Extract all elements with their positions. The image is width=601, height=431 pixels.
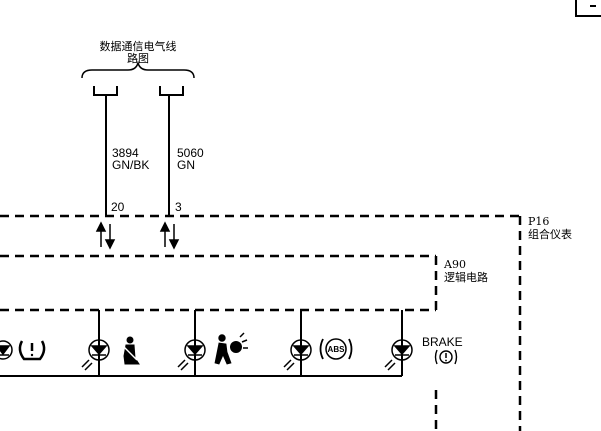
abs-icon: ABS [319,338,353,360]
module-a90-ref: A90 [443,258,466,271]
wire2-color: GN [177,158,195,172]
led-icon [0,340,13,360]
bidirectional-arrow-icon [95,221,116,250]
indicator-feed-lines [0,310,403,377]
module-a90-name: 逻辑电路 [444,270,488,284]
wire2-circuit: 5060 [177,146,204,160]
module-p16-name: 组合仪表 [528,227,572,241]
module-p16-boundary [0,214,522,431]
seatbelt-icon [122,336,140,365]
bus-title-line1: 数据通信电气线 [100,39,177,53]
abs-label: ABS [328,345,346,354]
bidirectional-arrow-icon [159,221,180,250]
led-icon [81,339,110,371]
wire1-color: GN/BK [112,158,149,172]
led-icon [177,339,206,371]
led-icon [283,339,312,371]
wire1-circuit: 3894 [112,146,139,160]
bus-brace [81,60,195,79]
led-icon [384,339,413,371]
bus-title-line2: 路图 [127,52,149,65]
module-a90-boundary [0,254,438,431]
wire2-pin: 3 [175,200,182,214]
brake-label: BRAKE [422,335,463,349]
wire2-connector-bracket [159,86,184,96]
airbag-icon [214,332,248,365]
connector-fragment-icon [575,0,601,17]
wire1-pin: 20 [111,200,125,214]
brake-warning-icon [434,349,458,365]
tire-pressure-icon [18,340,46,361]
wire1-connector-bracket [93,86,118,96]
module-p16-ref: P16 [528,215,549,228]
